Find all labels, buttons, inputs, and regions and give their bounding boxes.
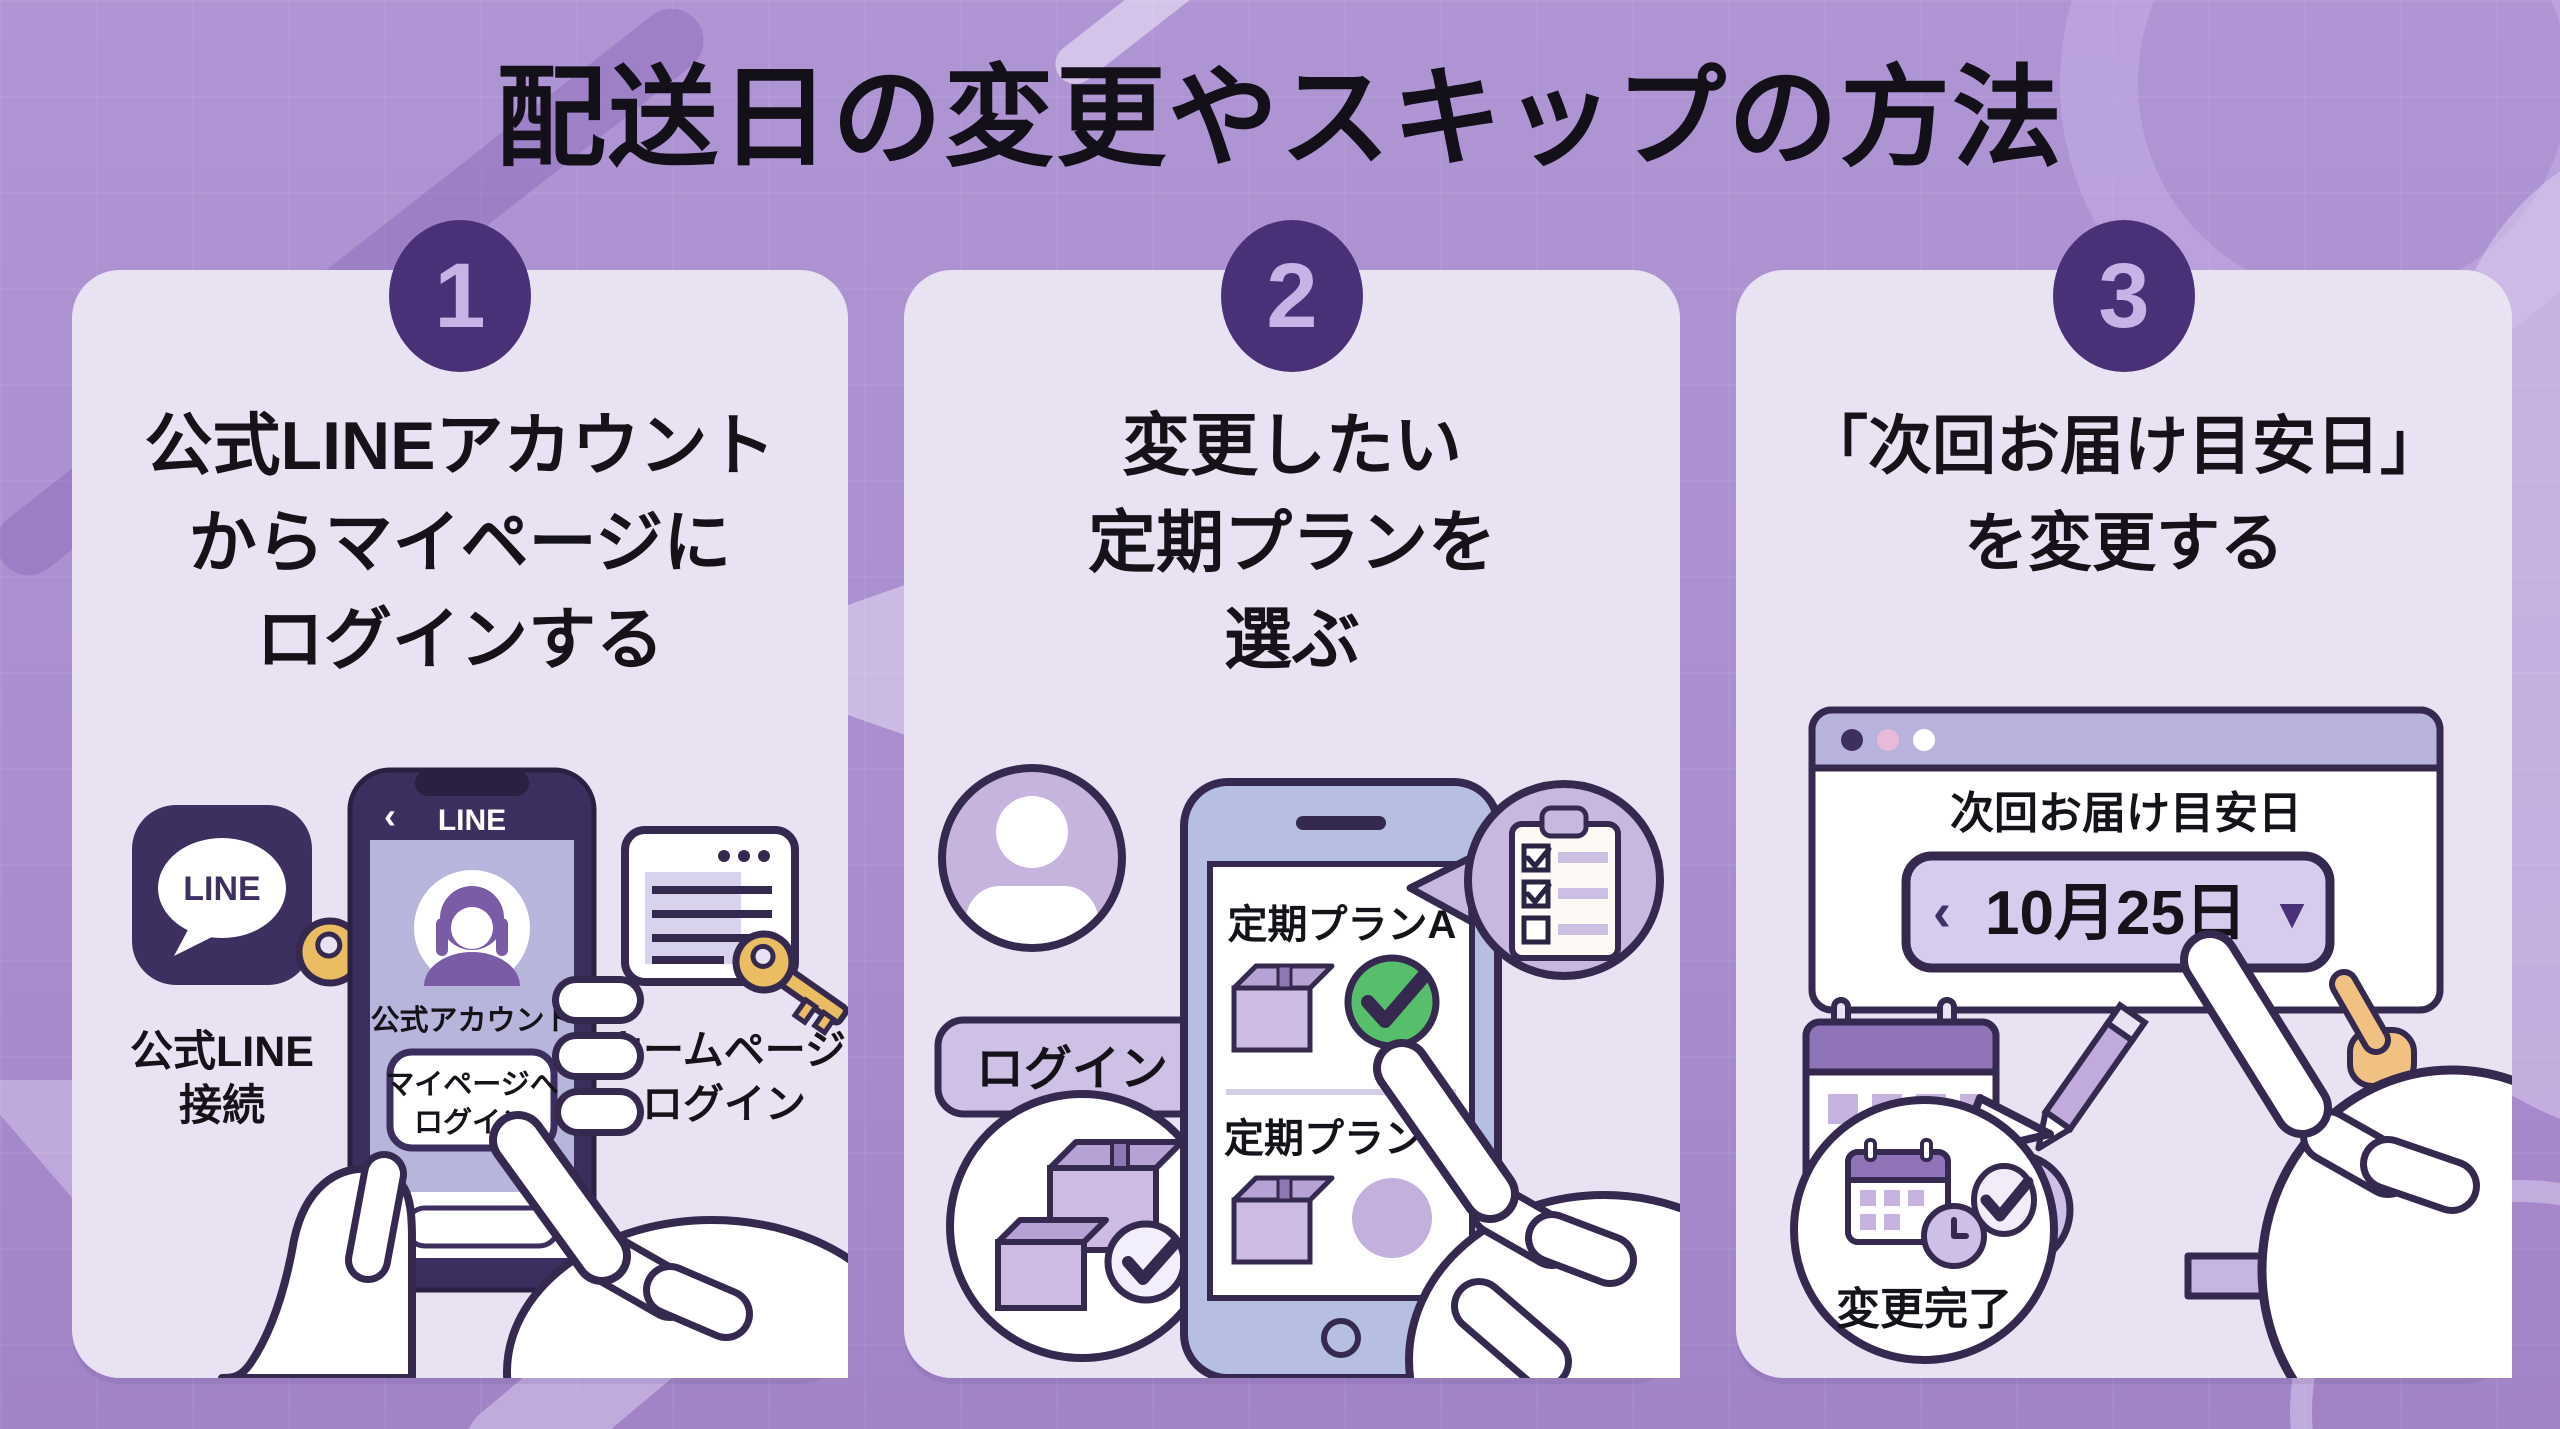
clipboard-icon <box>1509 805 1621 961</box>
unselected-radio-icon <box>1352 1178 1432 1258</box>
plan-a-label: 定期プランA <box>1228 903 1457 947</box>
mini-calendar-icon <box>1845 1138 1951 1245</box>
line-connect-label-line-2: 接続 <box>179 1082 265 1130</box>
check-circle-icon <box>1104 1220 1188 1304</box>
step-2-number-badge: 2 <box>1221 220 1363 372</box>
line-icon-text: LINE <box>183 870 260 908</box>
step-3-heading-line-1: 「次回お届け目安日」 <box>1804 410 2444 482</box>
step-3-card: 3 「次回お届け目安日」 を変更する 次回お届け目安日 ‹ 10月25日 ▼ <box>1736 220 2512 1378</box>
plan-a-row[interactable]: 定期プランA <box>1228 903 1457 1053</box>
delivery-date-heading: 次回お届け目安日 <box>1950 789 2302 838</box>
phone-notch <box>415 770 529 796</box>
step-3-illustration: 次回お届け目安日 ‹ 10月25日 ▼ <box>1790 706 2512 1378</box>
step-1-number: 1 <box>434 244 486 347</box>
pointing-hand <box>489 1111 848 1378</box>
step-3-heading-line-2: を変更する <box>1964 507 2284 579</box>
step-1-card: 1 公式LINEアカウント からマイページに ログインする LINE <box>72 220 848 1378</box>
step-2-heading-line-2: 定期プランを <box>1087 505 1496 581</box>
browser-window: 次回お届け目安日 ‹ 10月25日 ▼ <box>1808 706 2444 1014</box>
step-2-heading-line-3: 選ぶ <box>1223 602 1360 678</box>
step-3-number: 3 <box>2098 244 2150 347</box>
pointing-hand <box>1373 1039 1680 1378</box>
date-selector[interactable]: ‹ 10月25日 ▼ <box>1901 851 2335 973</box>
step-2-number: 2 <box>1266 244 1318 347</box>
completion-bubble: 変更完了 <box>1790 1094 2058 1364</box>
line-app-icon: LINE <box>132 805 312 985</box>
phone-speaker <box>1296 816 1386 830</box>
user-avatar <box>938 764 1126 952</box>
step-2-illustration: ログイン <box>934 764 1680 1378</box>
step-3-heading: 「次回お届け目安日」 を変更する <box>1736 398 2512 592</box>
pointing-hand <box>2180 930 2512 1378</box>
plan-list-phone: 定期プランA 定期プラン <box>1180 778 1502 1378</box>
login-button-label: ログイン <box>976 1043 1168 1096</box>
mypage-login-line-1: マイページへ <box>385 1069 558 1101</box>
window-dot-3 <box>1913 729 1935 751</box>
checklist-bubble <box>1406 780 1664 980</box>
step-1-number-badge: 1 <box>389 220 531 372</box>
message-input[interactable] <box>403 1205 561 1249</box>
home-button <box>1321 1318 1361 1358</box>
back-chevron-icon: ‹ <box>384 795 396 836</box>
account-avatar <box>414 870 530 986</box>
holding-hand <box>218 976 644 1378</box>
prev-date-chevron[interactable]: ‹ <box>1933 882 1951 942</box>
step-2-heading-line-1: 変更したい <box>1121 408 1462 484</box>
step-1-heading-line-1: 公式LINEアカウント <box>144 408 776 484</box>
key-icon-homepage <box>732 930 848 1036</box>
step-3-number-badge: 3 <box>2053 220 2195 372</box>
window-dot-1 <box>1841 729 1863 751</box>
line-connect-label-line-1: 公式LINE <box>130 1028 314 1076</box>
cursor-hand-icon <box>2329 969 2417 1089</box>
official-account-label: 公式アカウント <box>370 1004 573 1037</box>
window-dot-2 <box>1877 729 1899 751</box>
done-check-icon <box>1971 1163 2037 1237</box>
done-label: 変更完了 <box>1836 1284 2012 1334</box>
plan-b-label: 定期プラン <box>1224 1117 1424 1161</box>
infographic-title: 配送日の変更やスキップの方法 <box>496 57 2064 180</box>
dropdown-arrow-icon[interactable]: ▼ <box>2271 890 2313 937</box>
step-2-card: 2 変更したい 定期プランを 選ぶ ログイン <box>904 220 1680 1378</box>
step-1-heading: 公式LINEアカウント からマイページに ログインする <box>72 398 848 689</box>
step-2-heading: 変更したい 定期プランを 選ぶ <box>904 398 1680 689</box>
pencil-icon <box>2035 1001 2149 1152</box>
step-1-heading-line-2: からマイページに <box>188 505 732 581</box>
phone-header-title: LINE <box>438 804 506 837</box>
step-1-heading-line-3: ログインする <box>255 602 664 678</box>
plan-b-row[interactable]: 定期プラン <box>1224 1117 1432 1265</box>
homepage-label-line-2: ログイン <box>642 1081 806 1127</box>
step-1-illustration: LINE 公式LINE 接続 ‹ LINE <box>130 767 848 1378</box>
